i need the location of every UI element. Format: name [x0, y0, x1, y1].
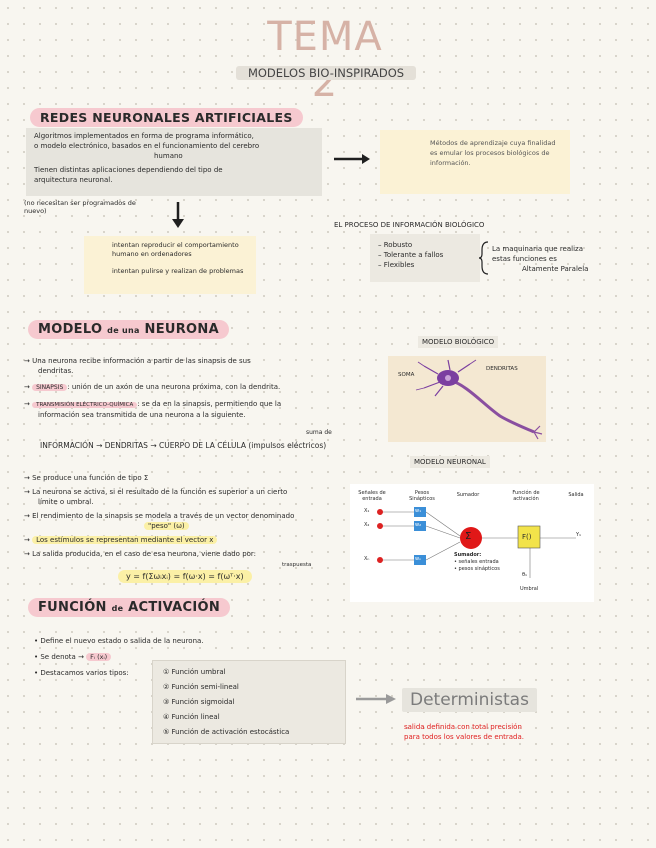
arrow-right-icon [334, 154, 370, 164]
sumador-note-title: Sumador: [454, 552, 482, 558]
activation-types-box: ① Función umbral ② Función semi-lineal ③… [152, 660, 346, 744]
note-line: dendritas. [38, 367, 74, 375]
suma-note: suma de [306, 429, 332, 436]
note-line: → Se produce una función de tipo Σ [24, 474, 149, 482]
dendritas-label: DENDRITAS [486, 366, 518, 372]
note-line: información sea transmitida de una neuro… [38, 411, 246, 419]
page-subtitle: MODELOS BIO-INSPIRADOS [236, 66, 416, 80]
bio-right-line: Altamente Paralela [522, 265, 589, 273]
bio-item: – Flexibles [378, 261, 415, 269]
definition-line: humano [154, 152, 183, 160]
sumador-note: Sumador: • señales entrada • pesos sináp… [454, 552, 500, 573]
weight-wn: wₙ [415, 556, 422, 562]
type-item: ① Función umbral [163, 668, 226, 676]
page-title: TEMA 2 [267, 14, 383, 106]
definition-line: Tienen distintas aplicaciones dependiend… [34, 166, 223, 174]
heading-word: ACTIVACIÓN [128, 600, 221, 615]
det-desc-line: salida definida con total precisión [404, 723, 522, 731]
type-item: ③ Función sigmoidal [163, 698, 235, 706]
neuron-illustration: SOMA DENDRITAS [388, 356, 546, 442]
note-line: → El rendimiento de la sinapsis se model… [24, 512, 295, 520]
bio-process-card [370, 234, 480, 282]
bio-item: – Robusto [378, 241, 413, 249]
bio-items-list: – Robusto – Tolerante a fallos – Flexibl… [378, 240, 443, 270]
definition-line: o modelo electrónico, basados en el func… [34, 142, 260, 150]
input-xn: Xₙ [364, 556, 370, 562]
learning-methods-card: Métodos de aprendizaje cuya finalidad es… [380, 130, 570, 194]
sumador-note-line: • señales entrada [454, 559, 499, 565]
arrow-down-icon [172, 202, 184, 228]
heading-word: MODELO [38, 322, 103, 337]
heading-word: FUNCIÓN [38, 600, 107, 615]
definition-line: arquitectura neuronal. [34, 176, 113, 184]
section-heading-modelo: MODELO de una NEURONA [28, 320, 229, 339]
col-label: Función de activación [512, 490, 540, 502]
heading-word: de [111, 604, 124, 613]
type-item: ⑤ Función de activación estocástica [163, 728, 290, 736]
brace-icon [478, 241, 489, 275]
sigma-symbol: Σ [465, 531, 472, 542]
bio-model-label: MODELO BIOLÓGICO [418, 336, 499, 348]
output-y: Y₁ [576, 532, 582, 538]
learning-methods-text: Métodos de aprendizaje cuya finalidad es… [430, 139, 556, 167]
bio-right-line: estas funciones es [492, 255, 557, 263]
note-line: → La neurona se activa, si el resultado … [24, 488, 288, 496]
definition-line: Algoritmos implementados en forma de pro… [34, 132, 254, 140]
sumador-note-line: • pesos sinápticos [454, 566, 500, 572]
soma-label: SOMA [398, 372, 415, 378]
section-heading-redes-text: REDES NEURONALES ARTIFICIALES [40, 110, 293, 125]
neural-model-diagram: Señales de entrada Pesos Sinápticos Suma… [350, 484, 594, 602]
type-item: ④ Función lineal [163, 713, 220, 721]
neural-model-label: MODELO NEURONAL [410, 456, 490, 468]
heading-word: NEURONA [144, 322, 219, 337]
heading-word: de una [107, 326, 140, 335]
note-line: → La salida producida, en el caso de esa… [24, 550, 257, 558]
det-desc-line: para todos los valores de entrada. [404, 733, 525, 741]
programming-note: (no necesitan ser programados de nuevo) [24, 199, 136, 215]
bullet-line: • Destacamos varios tipos: [34, 669, 129, 677]
behavior-line-2: intentan pulirse y realizan de problemas [112, 267, 244, 275]
deterministas-desc: salida definida con total precisión para… [404, 722, 524, 742]
note-line: → TRANSMISIÓN ELÉCTRICO-QUÍMICA: se da e… [24, 400, 282, 408]
note-line: "peso" (ω) [24, 521, 354, 531]
col-label: Sumador [456, 492, 480, 498]
input-x1: X₁ [364, 508, 370, 514]
definition-box: Algoritmos implementados en forma de pro… [26, 128, 322, 196]
activation-formula: y = f(Σωᵢxᵢ) = f(ω·x) = f(ωᵀ·x) [118, 570, 252, 583]
input-x2: X₂ [364, 522, 370, 528]
theta-label: θ₁ [522, 572, 528, 578]
section-heading-redes: REDES NEURONALES ARTIFICIALES [30, 108, 303, 127]
note-line: → SINAPSIS: unión de un axón de una neur… [24, 383, 281, 391]
section-heading-funcion: FUNCIÓN de ACTIVACIÓN [28, 598, 231, 617]
note-line: → Los estímulos se representan mediante … [24, 535, 354, 545]
deterministas-title: Deterministas [402, 688, 537, 712]
weight-w2: w₂ [415, 522, 422, 528]
bio-parallel-text: La maquinaria que realiza estas funcione… [492, 244, 622, 274]
bullet-line: • Se denota → Fᵢ (xᵢ) [34, 652, 334, 662]
behavior-line-1: intentan reproducir el comportamiento hu… [112, 241, 239, 258]
transp-note: traspuesta [282, 562, 312, 568]
neuron-icon [415, 359, 543, 440]
weight-w1: w₁ [415, 508, 422, 514]
note-line: límite o umbral. [38, 498, 94, 506]
col-label: Señales de entrada [358, 490, 386, 502]
activation-bullets: • Define el nuevo estado o salida de la … [34, 636, 334, 678]
neural-links [377, 507, 576, 578]
bullet-line: • Define el nuevo estado o salida de la … [34, 637, 204, 645]
bio-process-heading: EL PROCESO DE INFORMACIÓN BIOLÓGICO [334, 221, 485, 229]
type-item: ② Función semi-lineal [163, 683, 239, 691]
bio-item: – Tolerante a fallos [378, 251, 444, 259]
model-notes: → Una neurona recibe información a parti… [24, 356, 354, 420]
info-flow: INFORMACIÓN → DENDRITAS → CUERPO DE LA C… [40, 441, 327, 450]
behavior-card: intentan reproducir el comportamiento hu… [84, 236, 256, 294]
activation-f: F() [522, 533, 532, 541]
note-line: → Una neurona recibe información a parti… [24, 357, 251, 365]
umbral-label: Umbral [520, 586, 539, 592]
arrow-right-gray-icon [356, 694, 396, 704]
bio-right-line: La maquinaria que realiza [492, 245, 583, 253]
col-label: Salida [568, 492, 584, 498]
function-notes: → Se produce una función de tipo Σ → La … [24, 473, 354, 559]
col-label: Pesos Sinápticos [409, 490, 435, 502]
